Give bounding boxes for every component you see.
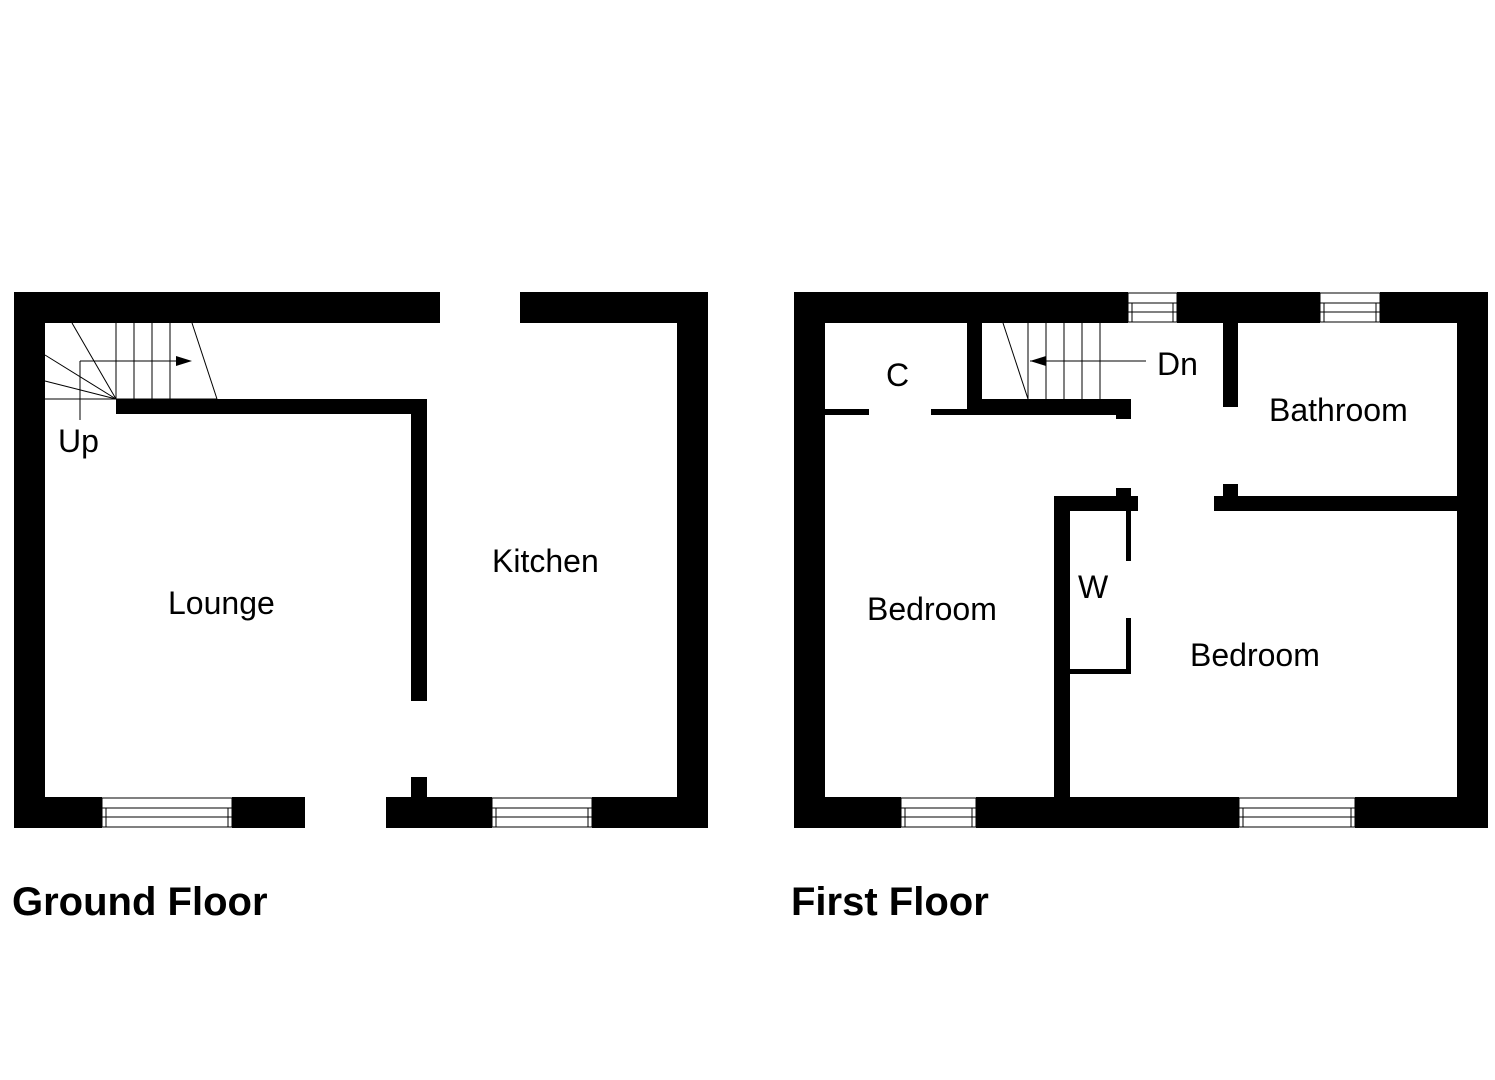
first-floor-window-bathroom xyxy=(1319,292,1381,323)
stairs-up-label: Up xyxy=(58,423,99,459)
room-label-bedroom-left: Bedroom xyxy=(867,591,997,627)
first-floor-window-bedroom-left xyxy=(900,797,977,828)
ground-floor-window-lounge xyxy=(101,797,233,828)
first-floor-stairs xyxy=(1002,322,1146,400)
first-floor-window-landing xyxy=(1127,292,1178,323)
ground-floor-window-kitchen xyxy=(491,797,593,828)
room-label-lounge: Lounge xyxy=(168,585,275,621)
room-label-cupboard: C xyxy=(886,357,909,393)
stairs-down-label: Dn xyxy=(1157,346,1198,382)
first-floor-title: First Floor xyxy=(791,880,989,924)
room-label-wardrobe: W xyxy=(1078,569,1109,605)
room-label-bathroom: Bathroom xyxy=(1269,392,1408,428)
ground-floor-title: Ground Floor xyxy=(12,880,268,924)
first-floor-window-bedroom-right xyxy=(1238,797,1356,828)
ground-floor-plan: Up Lounge Kitchen Ground Floor xyxy=(12,292,708,924)
room-label-kitchen: Kitchen xyxy=(492,543,599,579)
first-floor-walls xyxy=(794,292,1488,828)
ground-floor-walls xyxy=(14,292,708,828)
ground-floor-stairs xyxy=(44,322,218,420)
room-label-bedroom-right: Bedroom xyxy=(1190,637,1320,673)
stairs-down-arrow-icon xyxy=(1030,356,1046,366)
first-floor-plan: Dn C Bathroom Bedroom W Bedroom First Fl… xyxy=(791,292,1488,924)
stairs-up-arrow-icon xyxy=(176,356,192,366)
